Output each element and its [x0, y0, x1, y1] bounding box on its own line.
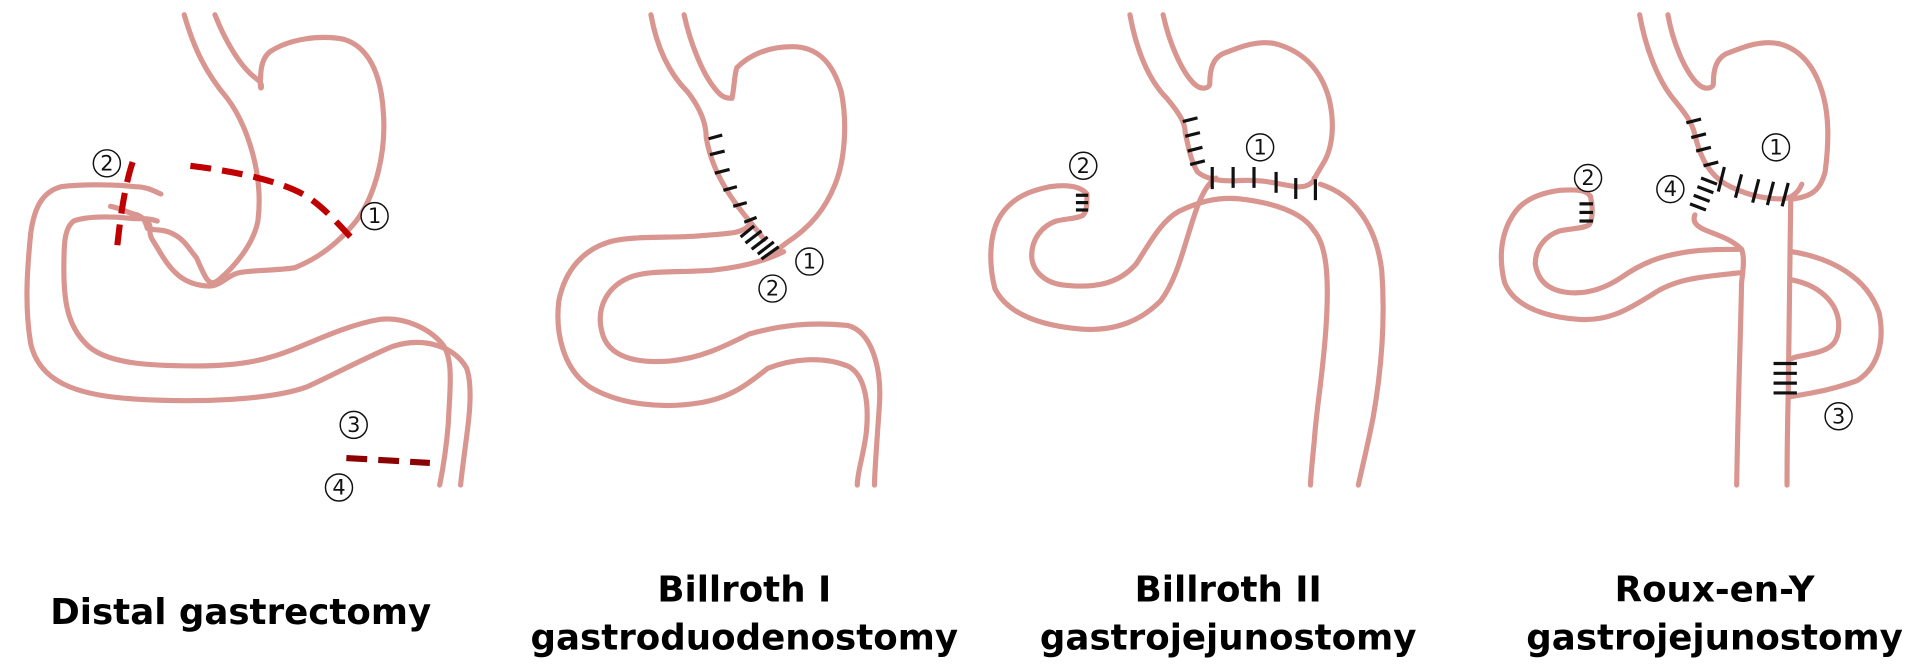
- esophagus-stomach-left: [648, 12, 767, 243]
- marker-2: 2: [758, 274, 787, 303]
- marker-1: 1: [795, 247, 824, 276]
- caption-billroth-2-line-2: gastrojejunostomy: [1040, 618, 1417, 659]
- transection-line-3-4: [346, 454, 431, 466]
- transection-line-2: [113, 161, 136, 253]
- svg-text:2: 2: [766, 277, 779, 301]
- marker-1: 1: [1245, 133, 1275, 162]
- duodenum-upper-wall: [555, 222, 870, 488]
- caption-distal-gastrectomy: Distal gastrectomy: [50, 592, 431, 633]
- gastrojejunostomy-stitches: [1210, 167, 1318, 201]
- duodenum-lower-wall: [597, 249, 883, 488]
- marker-2: 2: [92, 149, 122, 178]
- caption-roux-en-y-line-1: Roux-en-Y: [1615, 570, 1816, 611]
- marker-4: 4: [324, 473, 354, 502]
- caption-billroth-2-line-1: Billroth II: [1135, 570, 1322, 611]
- panel-billroth-2: 1 2 Billroth II gastrojejunostomy: [988, 12, 1417, 659]
- svg-text:1: 1: [803, 250, 816, 274]
- roux-limb-right: [1784, 196, 1794, 488]
- esophagus-right-wall-stomach: [130, 12, 387, 289]
- svg-text:2: 2: [1077, 154, 1090, 178]
- caption-billroth-1-line-2: gastroduodenostomy: [531, 618, 959, 659]
- lesser-curvature-staples: [1182, 116, 1206, 167]
- marker-4: 4: [1656, 174, 1685, 204]
- marker-1: 1: [360, 201, 389, 231]
- svg-text:1: 1: [1769, 135, 1782, 159]
- svg-text:1: 1: [368, 204, 381, 228]
- caption-billroth-1-line-1: Billroth I: [657, 570, 831, 611]
- svg-text:3: 3: [1832, 404, 1845, 428]
- marker-2: 2: [1069, 151, 1098, 181]
- marker-2: 2: [1573, 163, 1603, 193]
- jejunum-afferent-inner: [1029, 191, 1317, 289]
- caption-roux-en-y-line-2: gastrojejunostomy: [1526, 618, 1903, 659]
- esophagus-stomach-left: [1637, 12, 1805, 202]
- esophagus-stomach-left: [1127, 12, 1317, 190]
- duodenal-stump-staples: [1579, 202, 1593, 223]
- jejunum-efferent-inner: [1307, 228, 1330, 488]
- svg-text:2: 2: [1581, 166, 1594, 190]
- duodenum-upper-wall: [24, 182, 473, 488]
- svg-text:3: 3: [347, 413, 360, 437]
- anastomosis-stitches: [739, 224, 780, 261]
- duodenum-lower-wall: [61, 214, 453, 488]
- afferent-limb-outer: [1498, 187, 1745, 323]
- panel-billroth-1: 1 2 Billroth I gastroduodenostomy: [531, 12, 959, 659]
- biliopancreatic-limb-outer: [1788, 249, 1884, 400]
- roux-limb-left: [1734, 246, 1747, 488]
- marker-3: 3: [339, 410, 368, 440]
- biliopancreatic-limb-inner: [1789, 277, 1842, 362]
- esophagus-left-wall: [181, 12, 262, 286]
- jejunum-efferent-outer: [1317, 181, 1386, 488]
- esophagus-stomach-right: [681, 12, 848, 263]
- marker-3: 3: [1824, 402, 1853, 431]
- svg-text:1: 1: [1253, 135, 1266, 159]
- svg-text:2: 2: [100, 151, 113, 175]
- transection-line-1: [189, 162, 359, 246]
- duodenal-stump-staples: [1075, 193, 1089, 212]
- gastrojejunostomy-stitches: [1716, 166, 1790, 207]
- panel-distal-gastrectomy: 1 2 3 4 Distal gastrectomy: [24, 12, 473, 633]
- lesser-curvature-staples: [1685, 117, 1719, 168]
- svg-text:4: 4: [332, 475, 345, 499]
- staple-line: [708, 133, 758, 224]
- esophagus-stomach-right: [1665, 12, 1831, 202]
- jejunojejunostomy-staples: [1773, 361, 1797, 395]
- marker-1: 1: [1761, 133, 1791, 162]
- pylorus-upper: [107, 203, 200, 261]
- esophagus-stomach-right: [1160, 12, 1335, 184]
- afferent-limb-inner: [1532, 193, 1745, 296]
- esophagojejunal-stitches: [1689, 176, 1718, 212]
- panel-roux-en-y: 1 2 3 4 Roux-en-Y gastrojejunostomy: [1498, 12, 1903, 659]
- jejunum-afferent-outer: [988, 175, 1219, 332]
- svg-text:4: 4: [1664, 177, 1677, 201]
